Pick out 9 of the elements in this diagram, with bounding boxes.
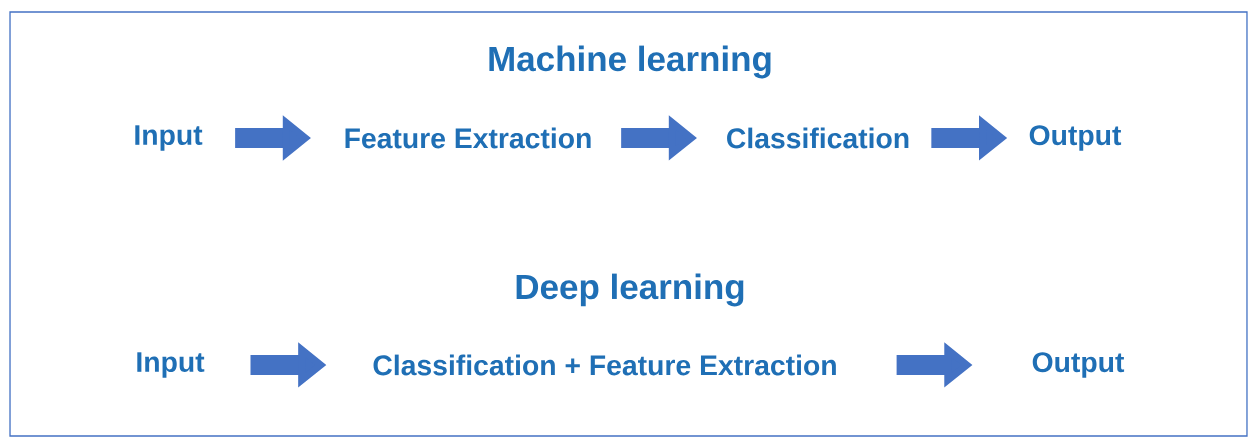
heading: Machine learning — [489, 45, 771, 79]
step-label: Output — [1029, 125, 1122, 151]
step-label: Feature Extraction — [345, 127, 591, 149]
step-label: Classification + Feature Extraction — [373, 354, 836, 376]
heading: Deep learning — [516, 273, 744, 307]
step-label: Input — [137, 352, 205, 378]
step-label: Output — [1032, 352, 1125, 378]
step-label: Input — [135, 125, 203, 151]
step-label: Classification — [727, 127, 909, 149]
